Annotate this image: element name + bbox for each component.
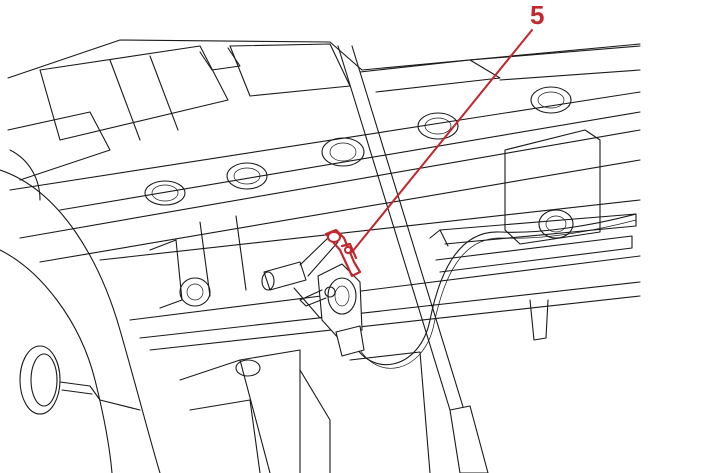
highlighted-clip [324, 228, 362, 278]
mounting-hole [226, 162, 268, 190]
callout-number: 5 [530, 0, 544, 30]
left-hose [0, 149, 161, 473]
diagonal-rod [337, 45, 489, 473]
mounting-hole [530, 86, 572, 114]
mounting-hole [144, 180, 186, 206]
floor-panel [7, 39, 641, 181]
frame-rail [99, 199, 641, 351]
mounting-hole [321, 137, 365, 167]
callout-leader-line [351, 29, 533, 253]
lower-mount [179, 349, 431, 473]
height-sensor [299, 263, 365, 357]
cross-member [9, 86, 641, 263]
mounting-hole [417, 112, 459, 140]
right-bracket [435, 129, 637, 273]
wiring-harness [351, 213, 637, 369]
